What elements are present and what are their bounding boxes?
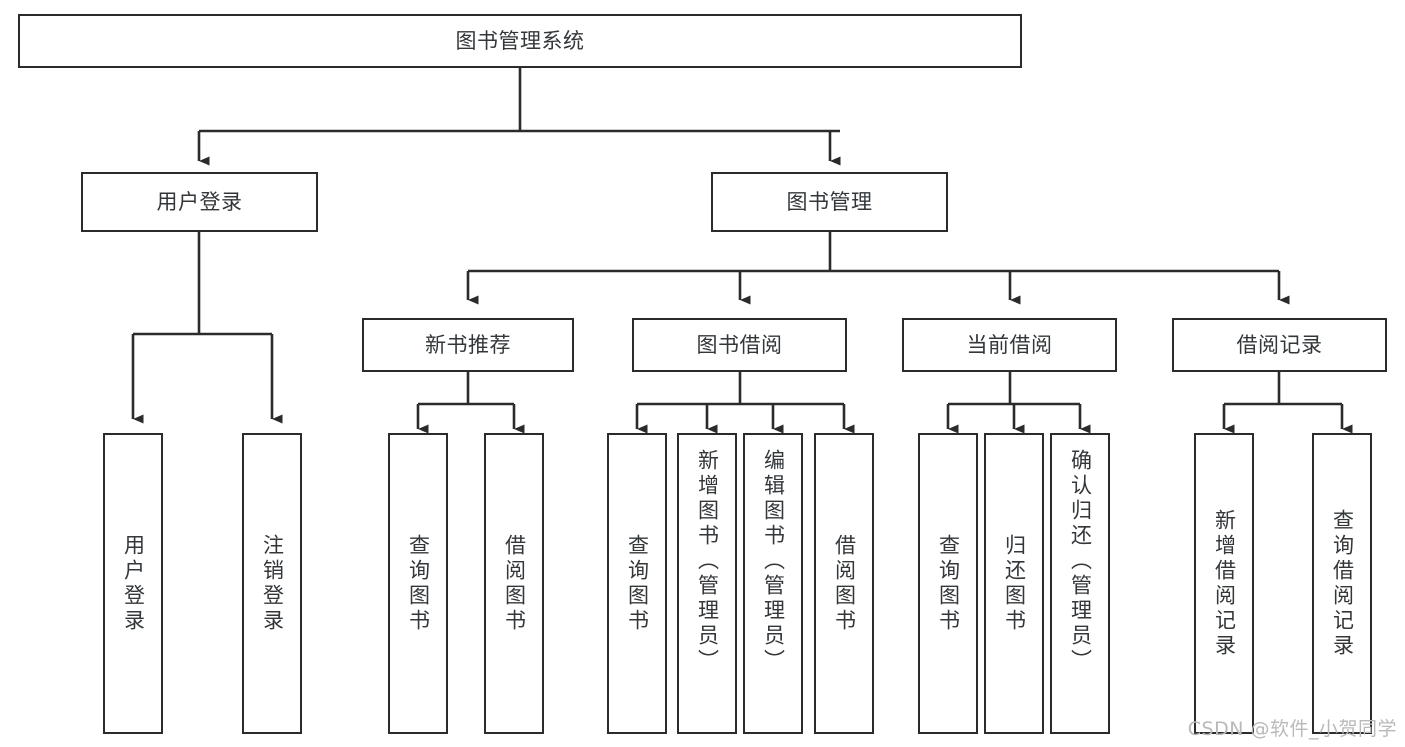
node-borrow-record[interactable]: 借阅记录 [1172,318,1387,372]
node-label: 注销登录 [260,533,285,634]
leaf-current-query-book[interactable]: 查询图书 [918,433,978,734]
csdn-watermark: CSDN @软件_小贺同学 [1187,718,1397,740]
node-label: 查询借阅记录 [1330,508,1355,659]
node-label: 查询图书 [625,533,650,634]
leaf-borrow-edit-book-admin[interactable]: 编辑图书（管理员） [743,433,803,734]
leaf-record-add-borrow-record[interactable]: 新增借阅记录 [1194,433,1254,734]
node-label: 图书管理 [786,189,873,214]
node-label: 图书管理系统 [455,28,585,53]
leaf-new-book-borrow[interactable]: 借阅图书 [484,433,544,734]
node-label: 编辑图书（管理员） [761,449,786,674]
node-label: 确认归还（管理员） [1068,449,1093,674]
node-label: 图书借阅 [696,332,783,357]
leaf-new-book-query[interactable]: 查询图书 [388,433,448,734]
node-label: 用户登录 [121,533,146,634]
leaf-user-login-login[interactable]: 用户登录 [103,433,163,734]
node-label: 查询图书 [406,533,431,634]
node-book-borrow[interactable]: 图书借阅 [632,318,847,372]
leaf-current-return-book[interactable]: 归还图书 [984,433,1044,734]
node-label: 归还图书 [1002,533,1027,634]
node-label: 借阅记录 [1236,332,1323,357]
leaf-borrow-add-book-admin[interactable]: 新增图书（管理员） [677,433,737,734]
node-book-management[interactable]: 图书管理 [711,172,948,232]
node-root-book-management-system[interactable]: 图书管理系统 [18,14,1022,68]
leaf-borrow-borrow-book[interactable]: 借阅图书 [814,433,874,734]
leaf-current-confirm-return-admin[interactable]: 确认归还（管理员） [1050,433,1110,734]
node-label: 借阅图书 [832,533,857,634]
leaf-borrow-query-book[interactable]: 查询图书 [607,433,667,734]
leaf-user-login-logout[interactable]: 注销登录 [242,433,302,734]
node-label: 用户登录 [156,189,243,214]
node-new-book-recommendation[interactable]: 新书推荐 [362,318,574,372]
node-label: 借阅图书 [502,533,527,634]
node-current-borrow[interactable]: 当前借阅 [902,318,1117,372]
leaf-record-query-borrow-record[interactable]: 查询借阅记录 [1312,433,1372,734]
node-user-login[interactable]: 用户登录 [81,172,318,232]
node-label: 当前借阅 [966,332,1053,357]
node-label: 新书推荐 [425,332,511,357]
node-label: 新增借阅记录 [1212,508,1237,659]
node-label: 查询图书 [936,533,961,634]
node-label: 新增图书（管理员） [695,449,720,674]
